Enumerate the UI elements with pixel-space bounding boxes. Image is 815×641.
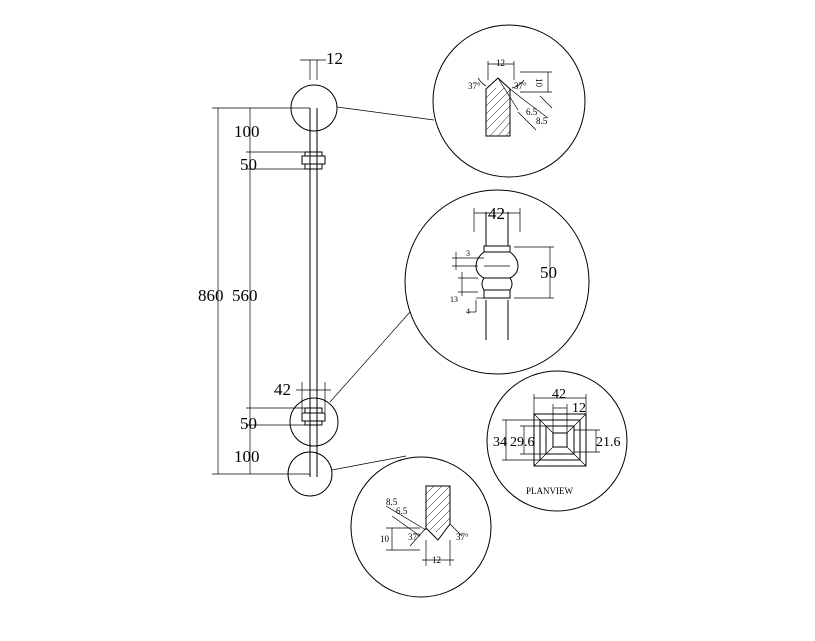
top-detail-chamfer-a: 6.5 bbox=[526, 107, 538, 117]
elev-top-collar: 50 bbox=[240, 155, 257, 174]
top-detail-chamfer-b: 8.5 bbox=[536, 116, 548, 126]
callout-circle-collar bbox=[289, 397, 339, 447]
plan-dim-21-6: 21.6 bbox=[596, 435, 621, 450]
top-detail-width: 12 bbox=[496, 58, 505, 68]
elev-top-end: 100 bbox=[234, 122, 260, 141]
collar-detail-dim-3: 3 bbox=[466, 249, 470, 258]
top-detail-height: 10 bbox=[534, 78, 544, 88]
detail-top: 12 37° 37° 10 6.5 8.5 bbox=[432, 24, 586, 178]
top-detail-angle-right: 37° bbox=[514, 81, 527, 91]
callout-circle-top bbox=[290, 84, 338, 132]
plan-view: 42 12 34 29.6 21.6 PLANVIEW bbox=[486, 370, 628, 512]
plan-view-label: PLANVIEW bbox=[526, 486, 573, 496]
plan-dim-29-6: 29.6 bbox=[510, 435, 535, 450]
elev-overall-height: 860 bbox=[198, 286, 224, 305]
bottom-detail-width: 12 bbox=[432, 555, 441, 565]
elev-middle-span: 560 bbox=[232, 286, 258, 305]
callout-circle-bottom bbox=[287, 451, 333, 497]
bottom-detail-chamfer-a: 6.5 bbox=[396, 506, 408, 516]
elev-bottom-end: 100 bbox=[234, 447, 260, 466]
elev-top-width: 12 bbox=[326, 49, 343, 68]
collar-detail-dim-4: 4 bbox=[466, 307, 470, 316]
detail-collar: 42 50 3 13 4 bbox=[404, 189, 590, 375]
top-detail-angle-left: 37° bbox=[468, 81, 481, 91]
plan-dim-34: 34 bbox=[493, 435, 507, 450]
collar-detail-width: 42 bbox=[488, 204, 505, 223]
detail-bottom: 8.5 6.5 10 37° 37° 12 bbox=[350, 456, 492, 598]
bottom-detail-angle-right: 37° bbox=[456, 532, 469, 542]
elev-collar-width: 42 bbox=[274, 380, 291, 399]
elev-bottom-collar: 50 bbox=[240, 414, 257, 433]
collar-detail-height: 50 bbox=[540, 263, 557, 282]
bottom-detail-chamfer-b: 8.5 bbox=[386, 497, 398, 507]
collar-detail-dim-13: 13 bbox=[450, 295, 458, 304]
bottom-detail-height: 10 bbox=[380, 534, 390, 544]
bottom-detail-angle-left: 37° bbox=[408, 532, 421, 542]
plan-outer: 42 bbox=[552, 387, 566, 402]
baluster-elevation: 12 860 100 50 560 42 50 100 bbox=[198, 49, 435, 497]
plan-inner: 12 bbox=[572, 401, 586, 416]
